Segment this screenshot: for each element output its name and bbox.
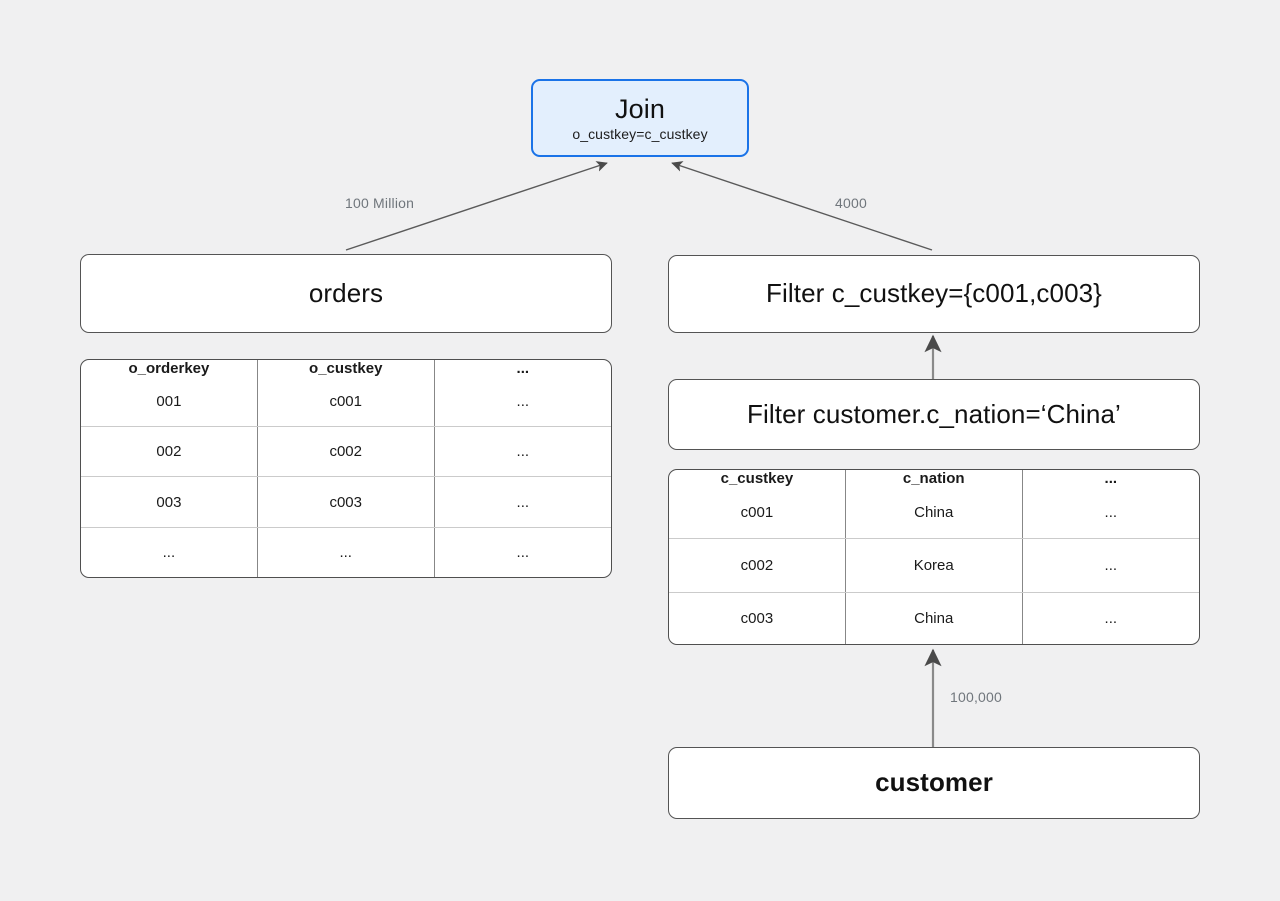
cell: ... [516,544,530,562]
column-header-ellipsis: ... [1104,470,1118,487]
cell: ... [81,527,258,577]
column-header-ellipsis: ... [516,360,530,377]
orders-table-grid: o_orderkey o_custkey ... 001 c001 ... 00… [81,360,611,577]
cell: c001 [257,377,435,427]
table-row: c001 China ... [669,487,1199,540]
edge-orders-to-join [345,161,608,251]
cell: ... [257,527,435,577]
table-row: 002 c002 ... [81,426,611,478]
node-join-title: Join [615,93,665,124]
column-header-o-orderkey: o_orderkey [81,360,258,377]
node-orders-title: orders [308,277,384,308]
column-header-c-custkey: c_custkey [669,470,846,487]
cell: 003 [81,476,258,529]
cell: China [845,592,1023,644]
node-filter-custkey[interactable]: Filter c_custkey={c001,c003} [668,255,1200,333]
node-orders[interactable]: orders [80,254,612,333]
node-join[interactable]: Join o_custkey=c_custkey [531,79,749,157]
cell: ... [434,426,611,478]
cell: ... [1022,487,1199,540]
table-row: c003 China ... [669,592,1199,644]
edge-label-100-million: 100 Million [345,195,415,211]
cell: 002 [81,426,258,478]
edge-filter-custkey-to-join [671,161,933,251]
node-join-subtitle: o_custkey=c_custkey [572,126,708,143]
edge-label-100000: 100,000 [950,689,1003,705]
cell: c001 [669,487,846,540]
table-row: 003 c003 ... [81,476,611,529]
table-orders: o_orderkey o_custkey ... 001 c001 ... 00… [80,359,612,578]
table-customer: c_custkey c_nation ... c001 China ... c0… [668,469,1200,645]
customer-table-grid: c_custkey c_nation ... c001 China ... c0… [669,470,1199,644]
edge-label-4000: 4000 [835,195,867,211]
cell: Korea [845,538,1023,593]
node-filter-nation-title: Filter customer.c_nation=‘China’ [747,398,1121,429]
table-header-row: o_orderkey o_custkey ... [81,360,611,377]
cell: c002 [669,538,846,593]
node-customer-title: customer [875,767,993,798]
cell: c003 [669,592,846,644]
cell: ... [434,377,611,427]
table-row: ... ... ... [81,527,611,577]
cell: ... [1104,609,1118,627]
cell: c003 [257,476,435,529]
column-header-o-custkey: o_custkey [257,360,435,377]
cell: c002 [257,426,435,478]
table-row: c002 Korea ... [669,538,1199,593]
node-customer[interactable]: customer [668,747,1200,819]
cell: ... [1022,538,1199,593]
cell: ... [434,476,611,529]
cell: China [845,487,1023,540]
table-row: 001 c001 ... [81,377,611,427]
cell: 001 [81,377,258,427]
node-filter-custkey-title: Filter c_custkey={c001,c003} [766,278,1102,309]
column-header-c-nation: c_nation [845,470,1023,487]
node-filter-nation[interactable]: Filter customer.c_nation=‘China’ [668,379,1200,450]
table-header-row: c_custkey c_nation ... [669,470,1199,487]
